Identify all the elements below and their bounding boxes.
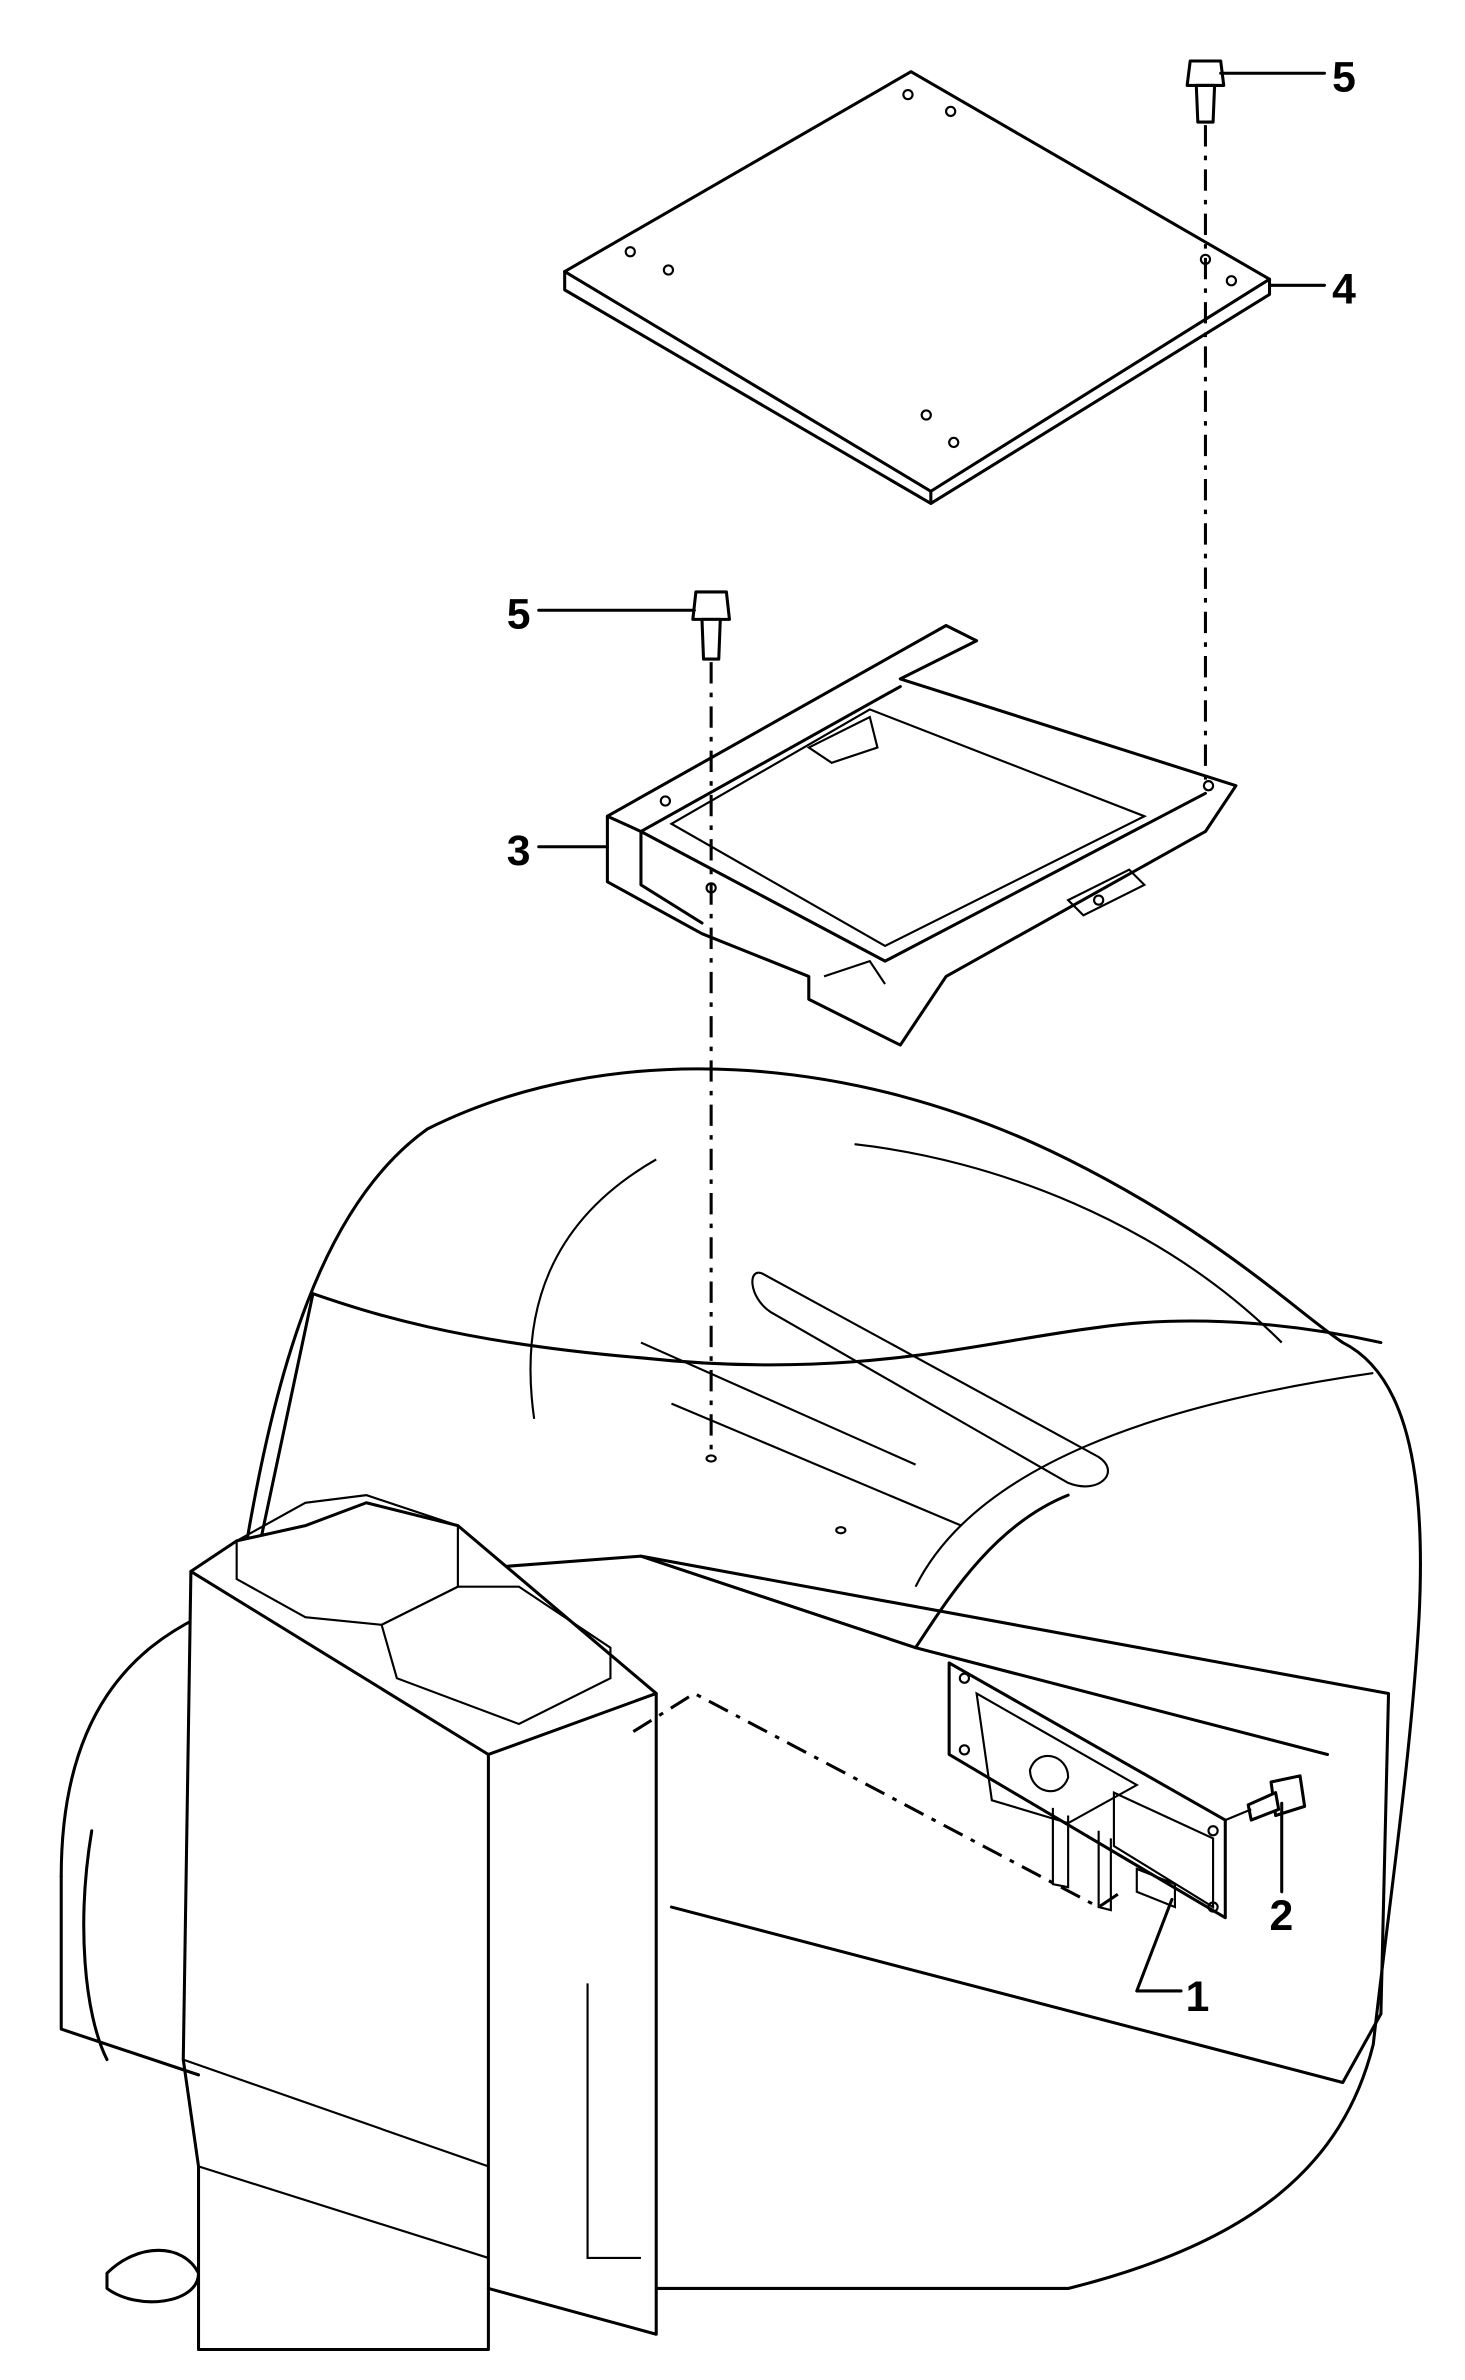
callout-5-bracket: 5 [507,591,531,639]
callout-3: 3 [507,827,531,875]
seat-plate [563,70,1272,505]
callout-1: 1 [1186,1973,1210,2021]
engine-hood [59,1067,1422,2352]
leader-lines [537,71,1326,1993]
centerline-latch [632,1691,1123,1909]
seat-bracket [605,623,1238,1047]
callout-5-top: 5 [1332,54,1356,102]
callout-4: 4 [1332,266,1356,314]
bolt-bracket [691,590,731,661]
callout-2: 2 [1270,1892,1294,1940]
centerline-bolt [1224,1808,1252,1822]
bolt-top [1185,59,1226,124]
latch-assembly [947,1661,1227,1920]
bolt [1246,1774,1307,1822]
